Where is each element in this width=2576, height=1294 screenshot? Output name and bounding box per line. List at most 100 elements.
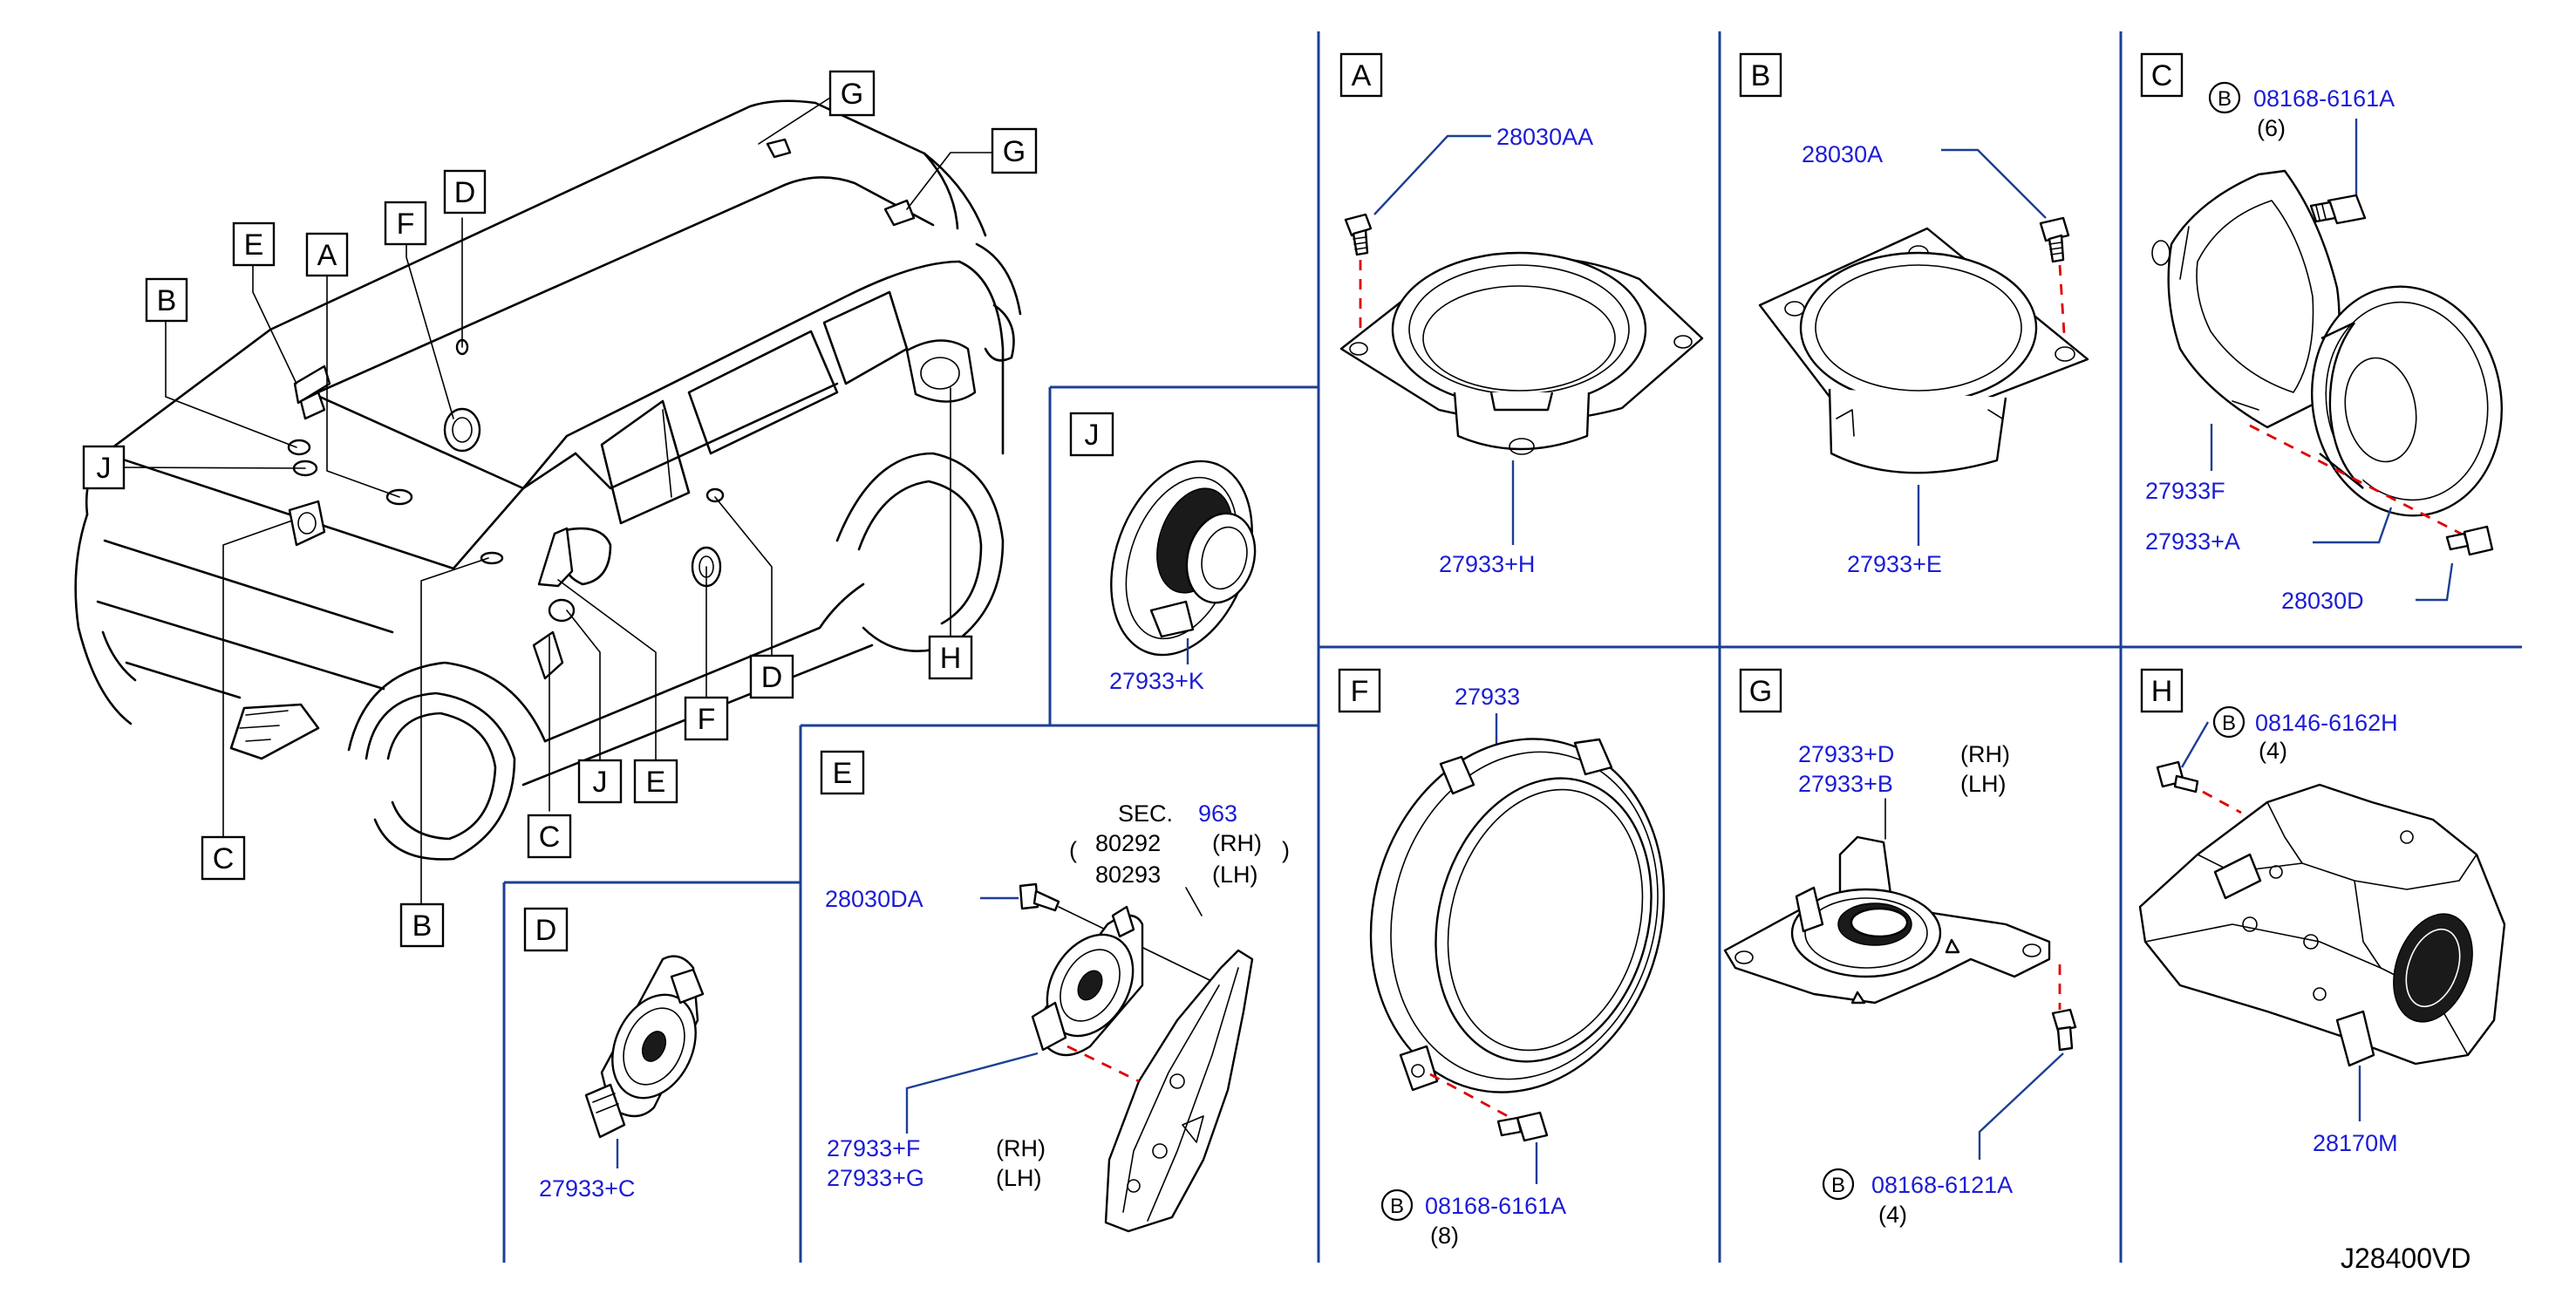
panel-H-bolt-qty: (4) — [2259, 738, 2287, 764]
callout-box-H: H — [928, 635, 973, 680]
panel-C-speaker-pn: 27933+A — [2145, 528, 2240, 555]
panel-E-screw-pn: 28030DA — [825, 886, 923, 912]
callout-F-bottom-label: F — [698, 703, 716, 736]
callout-F-left-label: F — [397, 208, 415, 241]
panel-H-amp-pn: 28170M — [2313, 1130, 2398, 1156]
panel-H-bolt-circle: B — [2222, 712, 2236, 735]
screw-icon — [2445, 525, 2494, 556]
panel-G: G 27933+D (RH) 27933+B (LH) B 08168-6121… — [1723, 668, 2077, 1228]
callout-C-bottom-label: C — [539, 821, 561, 854]
vehicle-outline — [74, 99, 1022, 861]
panel-B-label: B — [1751, 59, 1771, 92]
panel-D-label: D — [535, 914, 557, 947]
callout-leaders — [117, 97, 993, 905]
speaker-icon — [1758, 227, 2089, 474]
panel-J-speaker-pn: 27933+K — [1109, 668, 1204, 694]
panel-G-bolt-circle: B — [1831, 1174, 1845, 1197]
bolt-icon — [1344, 213, 1373, 256]
speaker-icon — [1110, 460, 1257, 657]
callout-H-label: H — [940, 642, 962, 675]
callout-G-rear-label: G — [1003, 135, 1026, 168]
panel-B: B 28030A 27933+E — [1739, 52, 2089, 577]
callout-box-C-left: C — [201, 835, 246, 881]
panel-C: C B 08168-6161A (6) — [2140, 52, 2504, 614]
panel-G-speaker-rh-pn: 27933+D — [1798, 741, 1894, 767]
panel-E-speaker-rh-pn: 27933+F — [827, 1135, 920, 1161]
callout-box-D-roof: D — [443, 169, 487, 215]
callout-box-J-left: J — [82, 445, 126, 490]
callout-B-left-label: B — [157, 284, 177, 317]
bolt-icon — [2309, 194, 2367, 225]
panel-E-paren-open: ( — [1069, 837, 1077, 863]
panel-C-bolt-circle: B — [2218, 87, 2232, 111]
callout-A-label: A — [317, 239, 337, 272]
panel-E-paren-close: ) — [1282, 837, 1290, 863]
callout-box-B-left: B — [145, 277, 188, 323]
panel-E-sec-prefix: SEC. — [1118, 800, 1173, 827]
panel-H-bolt-pn: 08146-6162H — [2255, 710, 2398, 736]
panel-B-bolt-pn: 28030A — [1802, 141, 1883, 167]
callout-E-bottom-label: E — [646, 766, 666, 799]
panel-H: H B 08146-6162H (4) 28170M — [2138, 668, 2506, 1156]
panel-E-ref2-side: (LH) — [1212, 862, 1258, 888]
panel-G-label: G — [1749, 675, 1772, 708]
panel-D: D 27933+C — [523, 907, 705, 1202]
panel-F-bracket-pn: 27933 — [1455, 684, 1520, 710]
callout-box-B-bottom: B — [399, 902, 445, 948]
callout-D-bottom-label: D — [761, 661, 783, 694]
vehicle-speaker-markers — [287, 138, 977, 680]
callout-box-G-rear: G — [991, 127, 1038, 174]
panel-dividers — [502, 31, 2522, 1263]
callout-box-G-top: G — [828, 70, 876, 117]
panel-E-ref1-side: (RH) — [1212, 830, 1262, 856]
callout-G-top-label: G — [841, 78, 863, 111]
panel-E-speaker-lh-side: (LH) — [996, 1165, 1042, 1191]
panel-E-sec-no: 963 — [1198, 800, 1237, 827]
callout-box-C-bottom: C — [527, 814, 572, 859]
panel-E-ref1: 80292 — [1095, 830, 1161, 856]
panel-B-speaker-pn: 27933+E — [1847, 551, 1942, 577]
diagram-code: J28400VD — [2341, 1243, 2470, 1274]
panel-G-speaker-rh-side: (RH) — [1960, 741, 2010, 767]
bolt-icon — [1496, 1111, 1549, 1142]
callout-box-E-bottom: E — [633, 759, 678, 804]
panel-G-bolt-pn: 08168-6121A — [1871, 1172, 2013, 1198]
panel-F-bolt-circle: B — [1390, 1195, 1404, 1218]
callout-box-D-bottom: D — [749, 654, 794, 699]
bolt-icon — [2156, 760, 2199, 793]
bracket-icon — [1723, 835, 2051, 1005]
panel-A-bolt-pn: 28030AA — [1496, 124, 1593, 150]
panel-E-label: E — [833, 757, 853, 790]
panel-F-label: F — [1351, 675, 1369, 708]
callout-D-roof-label: D — [454, 176, 476, 209]
screw-icon — [1019, 882, 1060, 912]
callout-J-bottom-label: J — [593, 766, 608, 799]
panel-A: A 28030AA 27933+H — [1339, 52, 1704, 577]
panel-C-bolt-pn: 08168-6161A — [2253, 85, 2395, 112]
speaker-icon — [1031, 905, 1144, 1057]
callout-B-bottom-label: B — [412, 909, 433, 943]
panel-J: J 27933+K — [1069, 412, 1257, 694]
panel-A-label: A — [1352, 59, 1372, 92]
panel-F-bolt-qty: (8) — [1430, 1222, 1459, 1249]
speaker-icon — [2310, 285, 2504, 517]
panel-C-bracket-pn: 27933F — [2145, 478, 2225, 504]
panel-H-label: H — [2151, 675, 2173, 708]
panel-C-screw-pn: 28030D — [2281, 588, 2364, 614]
speaker-icon — [1339, 251, 1704, 455]
callout-C-left-label: C — [213, 842, 235, 875]
panel-G-speaker-lh-side: (LH) — [1960, 771, 2007, 797]
callout-box-F-left: F — [384, 201, 427, 246]
callout-box-E-left: E — [232, 221, 276, 267]
panel-E-ref2: 80293 — [1095, 862, 1161, 888]
callout-E-left-label: E — [244, 228, 264, 262]
panel-J-label: J — [1085, 419, 1100, 452]
panel-G-bolt-qty: (4) — [1878, 1202, 1907, 1228]
panel-G-speaker-lh-pn: 27933+B — [1798, 771, 1893, 797]
panel-E-speaker-rh-side: (RH) — [996, 1135, 1046, 1161]
panel-F: F 27933 B 08168-6161A (8) — [1338, 668, 1666, 1249]
callout-box-F-bottom: F — [684, 696, 729, 741]
callout-box-A: A — [305, 232, 349, 277]
amplifier-icon — [2138, 783, 2506, 1067]
